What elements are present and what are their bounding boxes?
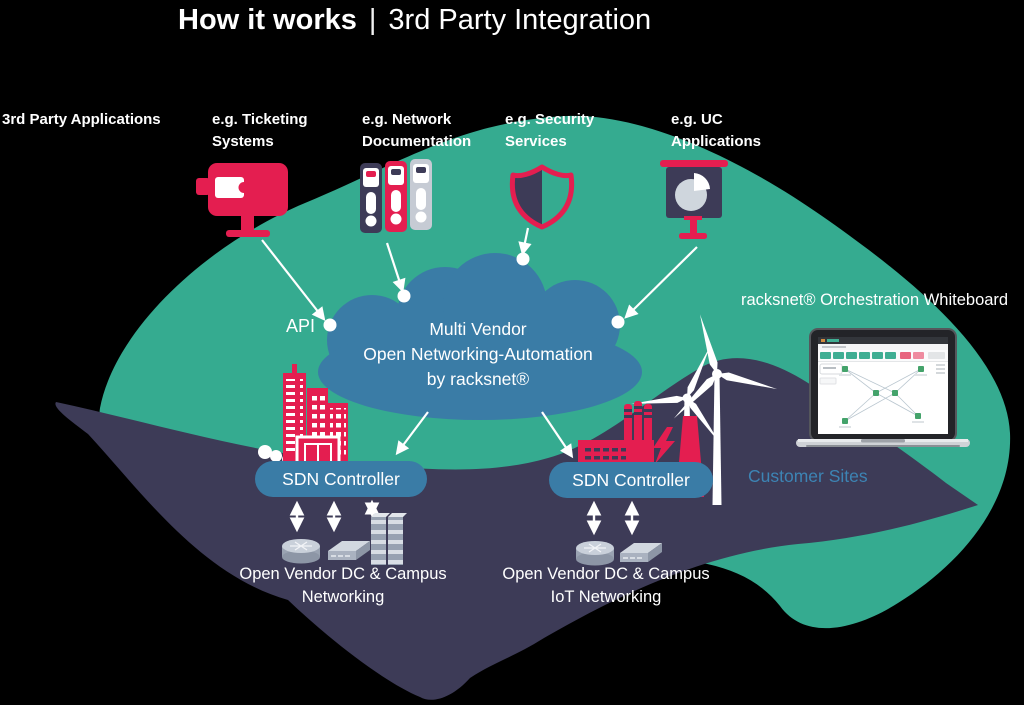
api-endpoint-dots (323, 252, 625, 332)
label-third-party-applications: 3rd Party Applications (2, 111, 161, 128)
dark-blob (55, 358, 979, 700)
sdn-controller-right: SDN Controller (549, 462, 713, 498)
cloud-shape (318, 253, 642, 420)
api-label: API (286, 316, 316, 336)
ring-binders-icon (360, 159, 432, 233)
page-title: How it works | 3rd Party Integration (178, 4, 651, 37)
switch-icon (620, 543, 662, 562)
cloud-label: Multi Vendor Open Networking-Automation … (363, 319, 593, 389)
label-security-services: e.g. Security Services (505, 111, 595, 150)
title-separator: | (368, 4, 377, 36)
label-ticketing-systems: e.g. Ticketing Systems (212, 111, 308, 150)
whiteboard-screenshot (818, 337, 948, 428)
router-icon (282, 539, 320, 564)
connector-arrows (261, 227, 698, 459)
wind-turbine-icon (631, 314, 778, 505)
server-rack-icon (371, 513, 407, 565)
customer-sites-label: Customer Sites (748, 466, 868, 486)
router-icon (576, 541, 614, 566)
orchestration-whiteboard-label: racksnet® Orchestration Whiteboard (741, 291, 1009, 309)
label-open-vendor-iot-networking: Open Vendor DC & Campus IoT Networking (502, 565, 710, 606)
security-shield-icon (509, 164, 575, 230)
label-network-documentation: e.g. Network Documentation (362, 111, 472, 150)
city-buildings-icon (258, 364, 348, 465)
sdn-controller-left: SDN Controller (255, 461, 427, 497)
presentation-pie-icon (660, 160, 728, 239)
title-main: How it works (178, 4, 357, 36)
label-open-vendor-campus-networking: Open Vendor DC & Campus Networking (239, 565, 447, 606)
title-subtitle: 3rd Party Integration (388, 4, 652, 36)
label-uc-applications: e.g. UC Applications (671, 111, 762, 150)
ticketing-monitor-icon (196, 163, 288, 237)
device-link-arrows (289, 499, 640, 536)
switch-icon (328, 541, 370, 560)
laptop-icon (796, 328, 970, 447)
